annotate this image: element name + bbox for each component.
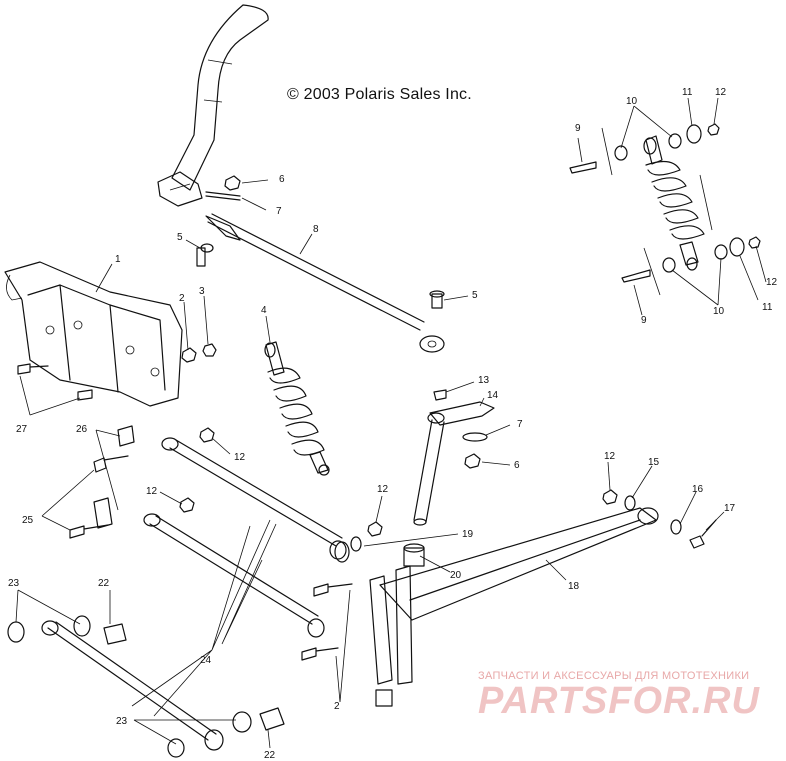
callout-26: 26 — [76, 424, 88, 435]
callout-labels: 1 2 3 4 5 5 6 6 7 7 8 9 9 10 10 11 11 12… — [8, 87, 778, 761]
callout-12-a: 12 — [234, 452, 246, 463]
watermark-logo: PARTSFOR.RU — [478, 680, 760, 722]
callout-13: 13 — [478, 375, 490, 386]
steering-arm — [413, 389, 495, 526]
callout-4: 4 — [261, 305, 267, 316]
callout-8: 8 — [313, 224, 319, 235]
callout-1: 1 — [115, 254, 121, 265]
callout-12-top: 12 — [715, 87, 727, 98]
washer-frame — [202, 343, 217, 357]
callout-7-lower: 7 — [517, 419, 523, 430]
nut-12-d — [602, 489, 618, 505]
callout-7-upper: 7 — [276, 206, 282, 217]
callout-20: 20 — [450, 570, 462, 581]
callout-2: 2 — [179, 293, 185, 304]
shock-right — [601, 127, 713, 296]
callout-10-upper: 10 — [626, 96, 638, 107]
callout-10-lower: 10 — [713, 306, 725, 317]
callout-14: 14 — [487, 390, 499, 401]
nut-12-a — [199, 427, 215, 443]
bolts-21 — [301, 583, 353, 661]
callout-9-lower: 9 — [641, 315, 647, 326]
steering-post — [157, 4, 269, 207]
leader-lines — [15, 97, 767, 749]
nut-12-b — [179, 497, 195, 513]
bushings-22-23 — [7, 615, 285, 758]
shock-right-hardware — [569, 123, 761, 283]
nut-12-c — [367, 521, 383, 537]
callout-23-upper: 23 — [8, 578, 20, 589]
tie-rod — [205, 213, 445, 353]
washer-16 — [670, 519, 682, 535]
nut-frame — [181, 347, 197, 363]
callout-16: 16 — [692, 484, 704, 495]
callout-17: 17 — [724, 503, 736, 514]
callout-15: 15 — [648, 457, 660, 468]
copyright-notice: © 2003 Polaris Sales Inc. — [287, 86, 472, 103]
callout-25: 25 — [22, 515, 34, 526]
callout-12-c: 12 — [377, 484, 389, 495]
callout-22-upper: 22 — [98, 578, 110, 589]
callout-22-lower: 22 — [264, 750, 276, 761]
washer-upper — [205, 191, 241, 201]
callout-21: 2 — [334, 701, 340, 712]
callout-5-upper: 5 — [177, 232, 183, 243]
nut-upper — [224, 175, 241, 191]
callout-12-b: 12 — [146, 486, 158, 497]
bolt-upper-left — [196, 243, 214, 267]
callout-6-upper: 6 — [279, 174, 285, 185]
callout-9-upper: 9 — [575, 123, 581, 134]
bushing-bottom — [375, 689, 393, 707]
bolt-mid-right — [429, 290, 445, 309]
callout-23-lower: 23 — [116, 716, 128, 727]
watermark-caption: ЗАПЧАСТИ И АКСЕССУАРЫ ДЛЯ МОТОТЕХНИКИ — [478, 670, 750, 682]
bushing-20 — [403, 543, 425, 567]
callout-12-d: 12 — [604, 451, 616, 462]
callout-24: 24 — [200, 655, 212, 666]
callout-5-mid: 5 — [472, 290, 478, 301]
callout-11-upper: 11 — [682, 87, 693, 98]
bracket-26 — [69, 425, 135, 539]
callout-11-lower: 11 — [762, 302, 773, 313]
frame-bracket — [4, 261, 183, 407]
shock-center — [264, 341, 330, 476]
callout-6-lower: 6 — [514, 460, 520, 471]
callout-19: 19 — [462, 529, 474, 540]
callout-18: 18 — [568, 581, 580, 592]
radius-rod-upper — [161, 437, 347, 560]
callout-12-right: 12 — [766, 277, 778, 288]
callout-3: 3 — [199, 286, 205, 297]
bolts-frame — [17, 363, 93, 401]
washer-15 — [624, 495, 636, 511]
callout-27: 27 — [16, 424, 28, 435]
a-arm — [369, 507, 659, 685]
radius-rod-lower — [143, 513, 325, 638]
radius-rod-bottom — [41, 620, 224, 751]
